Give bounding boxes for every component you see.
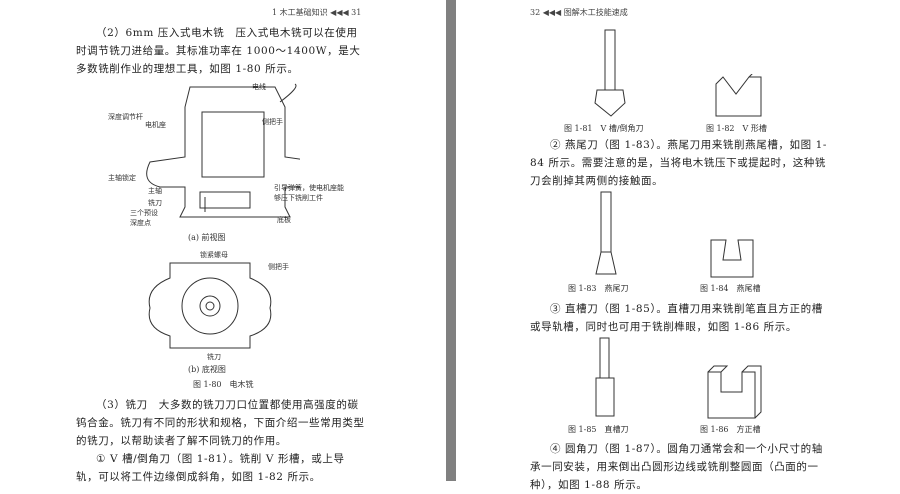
caption-fig-1-83: 图 1-83 燕尾刀 [568, 284, 629, 293]
caption-fig-1-84: 图 1-84 燕尾槽 [700, 284, 761, 293]
paragraph: ② 燕尾刀（图 1-83）。燕尾刀用来铣削燕尾槽，如图 1-84 所示。需要注意… [530, 139, 828, 187]
label-bit-b: 铣刀 [207, 353, 221, 361]
label-spring: 引导弹簧，使电机座能够压下铣削工件 [274, 184, 344, 202]
left-page: 1 木工基础知识 ◀◀◀ 31 （2）6mm 压入式电木铣 压入式电木铣可以在使… [0, 0, 446, 483]
label-presets: 三个预设深度点 [130, 209, 158, 227]
v-groove-bit-drawing [594, 29, 626, 117]
label-spindle-lock: 主轴锁定 [108, 174, 136, 182]
right-page: 32 ◀◀◀ 图解木工技能速成 图 1-81 V 槽/倒角刀 图 1-82 V … [456, 0, 900, 491]
caption-fig-1-85: 图 1-85 直槽刀 [568, 425, 629, 434]
label-depth-rod: 深度调节杆 [108, 113, 143, 121]
page-gutter [446, 0, 456, 481]
paragraph: ① V 槽/倒角刀（图 1-81）。铣削 V 形槽，或上导轨，可以将工件边缘倒成… [76, 453, 345, 483]
caption-bottom-view: (b) 底视图 [188, 365, 226, 374]
label-motor-base: 电机座 [145, 121, 166, 129]
label-side-handle: 侧把手 [262, 118, 283, 126]
paragraph: ④ 圆角刀（图 1-87）。圆角刀通常会和一个小尺寸的轴承一同安装，用来倒出凸圆… [530, 443, 823, 491]
page-header: 1 木工基础知识 ◀◀◀ 31 [272, 8, 362, 17]
label-spindle: 主轴 [148, 187, 162, 195]
label-side-handle-b: 侧把手 [268, 263, 289, 271]
dovetail-bit-drawing [595, 191, 617, 275]
square-groove-drawing [707, 365, 762, 419]
router-bottom-view-drawing [148, 262, 272, 349]
caption-fig-1-86: 图 1-86 方正槽 [700, 425, 761, 434]
dovetail-groove-drawing [710, 239, 754, 278]
straight-bit-drawing [595, 337, 615, 417]
router-front-view-drawing [146, 83, 300, 218]
caption-fig-1-81: 图 1-81 V 槽/倒角刀 [564, 124, 644, 133]
label-bit: 铣刀 [148, 199, 162, 207]
paragraph: （2）6mm 压入式电木铣 压入式电木铣可以在使用时调节铣刀进给量。其标准功率在… [76, 27, 361, 75]
figure-caption: 图 1-80 电木铣 [193, 380, 254, 389]
v-groove-drawing [715, 74, 762, 117]
label-nut: 锁紧螺母 [200, 251, 228, 259]
label-base: 底板 [277, 216, 291, 224]
label-cord: 电线 [252, 83, 266, 91]
caption-fig-1-82: 图 1-82 V 形槽 [706, 124, 767, 133]
caption-front-view: (a) 前视图 [188, 233, 226, 242]
page-header: 32 ◀◀◀ 图解木工技能速成 [530, 8, 628, 17]
paragraph: ③ 直槽刀（图 1-85）。直槽刀用来铣削笔直且方正的槽或导轨槽，同时也可用于铣… [530, 303, 823, 333]
paragraph: （3）铣刀 大多数的铣刀刀口位置都使用高强度的碳钨合金。铣刀有不同的形状和规格，… [76, 399, 365, 447]
